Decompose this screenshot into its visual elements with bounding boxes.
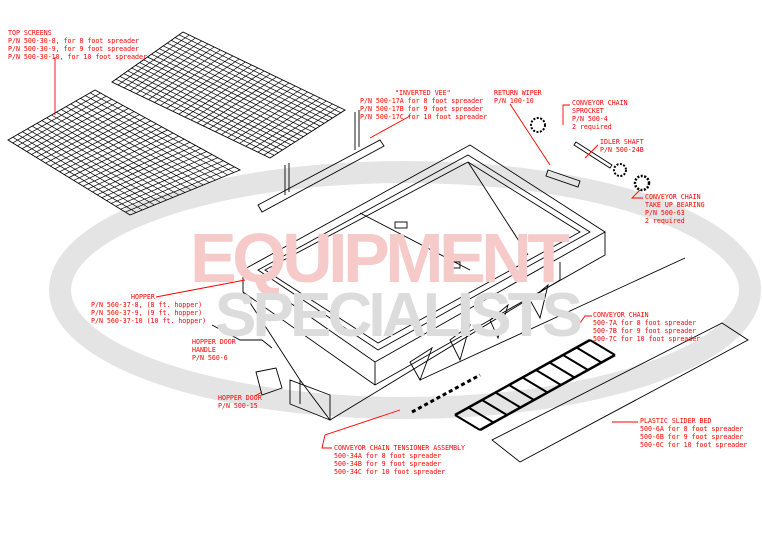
take-up-bearing-label-line: P/N 500-63	[645, 209, 685, 217]
hopper-drawing	[242, 144, 606, 421]
take-up-bearing-label-line: CONVEYOR CHAIN	[645, 193, 701, 201]
chain-link	[521, 376, 549, 394]
idler-shaft-drawing	[573, 141, 613, 169]
idler-shaft-label-line: IDLER SHAFT	[600, 138, 644, 146]
chain-link	[454, 414, 481, 431]
top-screens-label-line: P/N 500-30-9, for 9 foot spreader	[8, 45, 139, 53]
hopper-door-handle-label-line: HOPPER DOOR	[192, 338, 236, 346]
tensioner-label-line: CONVEYOR CHAIN TENSIONER ASSEMBLY	[334, 444, 465, 452]
tensioner-label-line: 500-34B for 9 foot spreader	[334, 460, 441, 468]
sprocket-label-line: 2 required	[572, 123, 612, 131]
leader-lines	[54, 57, 643, 449]
chain-link	[562, 354, 589, 371]
hopper-label-line: P/N 560-37-10 (10 ft. hopper)	[91, 317, 206, 325]
idler-shaft-label-line: P/N 500-24B	[600, 146, 644, 154]
chain-link	[481, 399, 508, 416]
sprocket-label-line: P/N 500-4	[572, 115, 608, 123]
chain-link	[589, 339, 616, 356]
conveyor-chain-label-line: 500-7A for 8 foot spreader	[593, 319, 696, 327]
chain-link	[467, 406, 495, 424]
inverted-vee-drawing	[257, 110, 385, 213]
slider-bed-drawing	[491, 322, 749, 463]
inverted-vee-label-line: P/N 500-17C for 10 foot spreader	[360, 113, 487, 121]
conveyor-chain-label-line: 500-7C for 10 foot spreader	[593, 335, 700, 343]
take-up-bearing-label-line: 2 required	[645, 217, 685, 225]
tensioner-label-line: 500-34C for 10 foot spreader	[334, 468, 445, 476]
conveyor-chain-label-line: CONVEYOR CHAIN	[593, 311, 649, 319]
slider-bed-label-line: 500-6C for 10 foot spreader	[640, 441, 747, 449]
hopper-door-handle-label-line: P/N 560-6	[192, 354, 228, 362]
sprocket-label-line: CONVEYOR CHAIN	[572, 99, 628, 107]
watermark-swoosh	[49, 161, 761, 419]
return-wiper-label-line: P/N 100-10	[494, 97, 534, 105]
hopper-label-line: P/N 560-37-8, (8 ft. hopper)	[91, 301, 202, 309]
return-wiper-label-line: RETURN WIPER	[494, 89, 542, 97]
sprocket-drawing	[530, 117, 651, 192]
chain-link	[575, 346, 603, 364]
take-up-bearing-label-line: TAKE UP BEARING	[645, 201, 705, 209]
chain-link	[508, 384, 535, 401]
tensioner-drawing	[411, 257, 686, 414]
hopper-door-handle-drawing	[211, 324, 273, 349]
chain-link	[494, 391, 522, 409]
inverted-vee-label-line: P/N 500-17B for 9 foot spreader	[360, 105, 483, 113]
chain-link	[548, 361, 576, 379]
inverted-vee-label-line: "INVERTED VEE"	[395, 89, 451, 97]
return-wiper-drawing	[545, 169, 581, 188]
hopper-label-line: P/N 560-37-9, (9 ft. hopper)	[91, 309, 202, 317]
hopper-door-label-line: HOPPER DOOR	[218, 394, 262, 402]
watermark-logo: EQUIPMENT SPECIALISTS	[190, 219, 583, 350]
top-screens-label-line: TOP SCREENS	[8, 29, 52, 37]
top-screens-drawing	[7, 31, 346, 216]
hopper-door-label-line: P/N 500-15	[218, 402, 258, 410]
inverted-vee-label-line: P/N 500-17A for 8 foot spreader	[360, 97, 483, 105]
top-screens-label-line: P/N 500-30-10, for 10 foot spreader	[8, 53, 147, 61]
top-screens-label-line: P/N 500-30-8, for 8 foot spreader	[8, 37, 139, 45]
slider-bed-label-line: PLASTIC SLIDER BED	[640, 417, 711, 425]
chain-link	[535, 369, 562, 386]
watermark-line1: EQUIPMENT	[190, 219, 570, 297]
hopper-door-drawing	[255, 367, 283, 396]
watermark-line2: SPECIALISTS	[215, 281, 583, 350]
slider-bed-label-line: 500-6B for 9 foot spreader	[640, 433, 743, 441]
sprocket-label-line: SPROCKET	[572, 107, 604, 115]
conveyor-chain-drawing	[454, 338, 616, 432]
slider-bed-label-line: 500-6A for 8 foot spreader	[640, 425, 743, 433]
hopper-label-line: HOPPER	[131, 293, 155, 301]
hopper-door-handle-label-line: HANDLE	[192, 346, 216, 354]
conveyor-chain-label-line: 500-7B for 9 foot spreader	[593, 327, 696, 335]
tensioner-label-line: 500-34A for 8 foot spreader	[334, 452, 441, 460]
